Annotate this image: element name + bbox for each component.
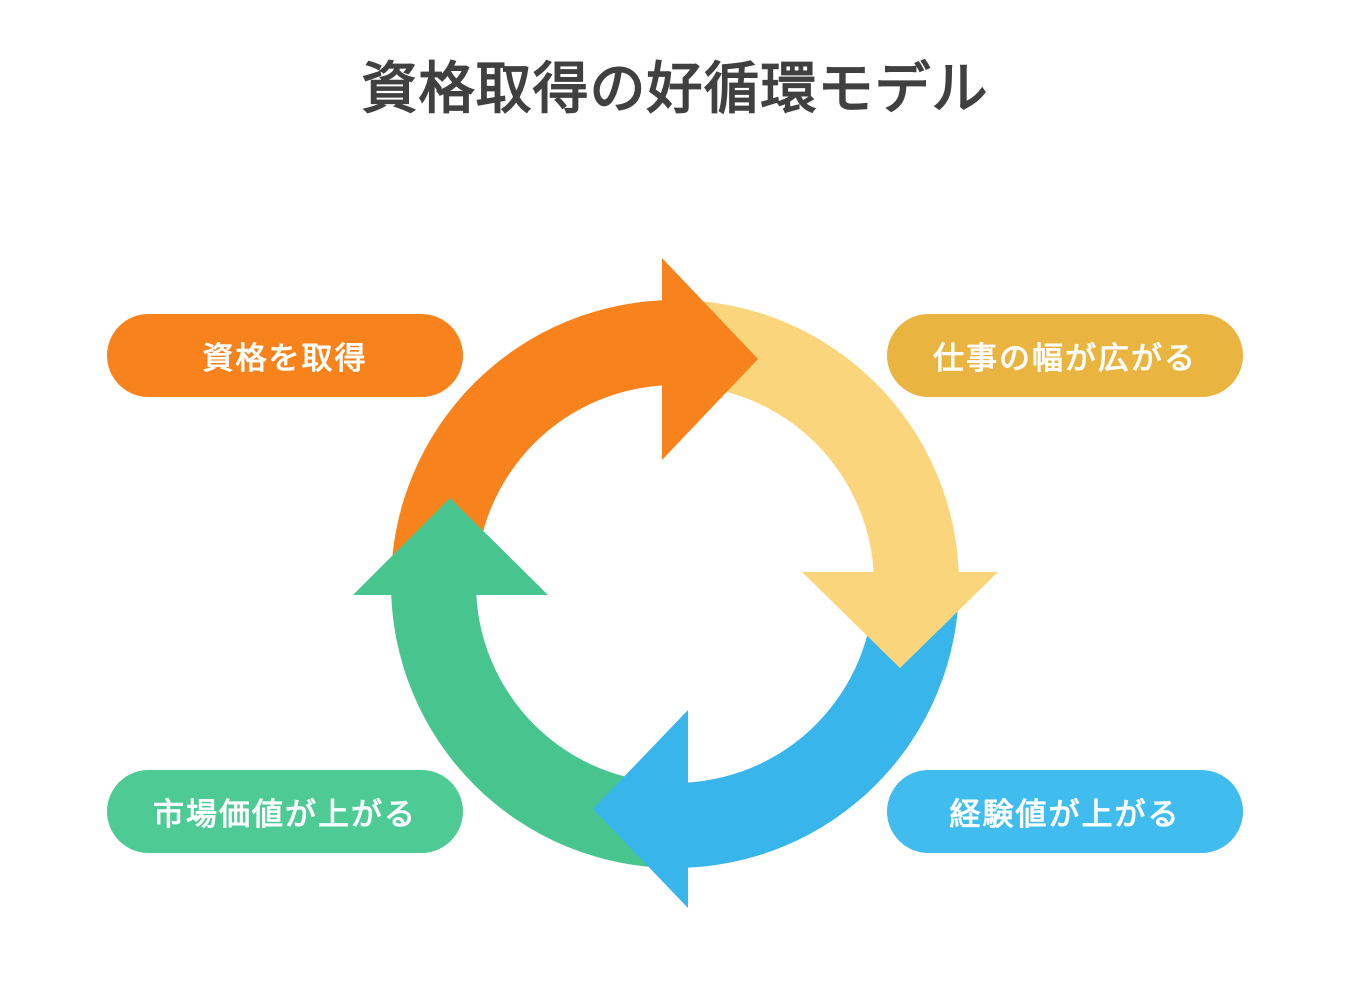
label-pill-qualification-text: 資格を取得	[202, 341, 368, 376]
label-pill-market-value: 市場価値が上がる	[107, 770, 463, 853]
label-pill-market-value-text: 市場価値が上がる	[153, 797, 417, 832]
diagram-title: 資格取得の好循環モデル	[361, 57, 989, 120]
arrowhead-north-icon	[662, 258, 758, 460]
label-pill-experience: 経験値が上がる	[887, 770, 1243, 853]
label-pill-work-range: 仕事の幅が広がる	[887, 314, 1243, 397]
label-pill-work-range-text: 仕事の幅が広がる	[933, 341, 1197, 376]
label-pill-qualification: 資格を取得	[107, 314, 463, 397]
arrowhead-east-icon	[802, 572, 998, 668]
label-pill-experience-text: 経験値が上がる	[949, 797, 1181, 832]
arrowhead-south-icon	[593, 710, 688, 908]
arc-band-bottom-left	[391, 584, 675, 868]
arrowhead-west-icon	[353, 498, 548, 595]
